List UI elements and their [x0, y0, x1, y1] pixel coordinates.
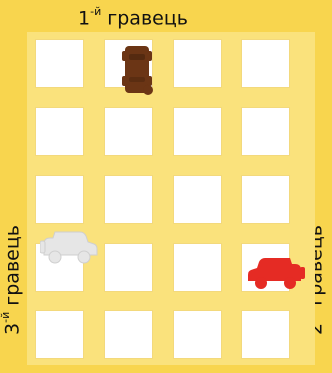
board-cell[interactable] [173, 39, 222, 88]
board-cell[interactable] [104, 243, 153, 292]
board-cell[interactable] [173, 243, 222, 292]
board-cell[interactable] [173, 107, 222, 156]
board-cell[interactable] [241, 175, 290, 224]
board-cell[interactable] [241, 39, 290, 88]
board-cell[interactable] [35, 175, 84, 224]
board-cell[interactable] [173, 175, 222, 224]
player-1-car-icon[interactable] [122, 44, 154, 98]
board-cell[interactable] [241, 310, 290, 359]
board-cell[interactable] [35, 39, 84, 88]
board-cell[interactable] [35, 107, 84, 156]
game-board [27, 32, 315, 365]
board-cell[interactable] [241, 107, 290, 156]
board-cell[interactable] [104, 107, 153, 156]
player-1-label: 1-й гравець [78, 8, 188, 28]
board-cell[interactable] [35, 310, 84, 359]
board-cell[interactable] [104, 310, 153, 359]
board-cell[interactable] [173, 310, 222, 359]
player-3-car-icon[interactable] [40, 231, 98, 265]
board-cell[interactable] [104, 175, 153, 224]
player-3-label: 3-й гравець [2, 225, 22, 335]
player-2-car-icon[interactable] [247, 257, 305, 291]
